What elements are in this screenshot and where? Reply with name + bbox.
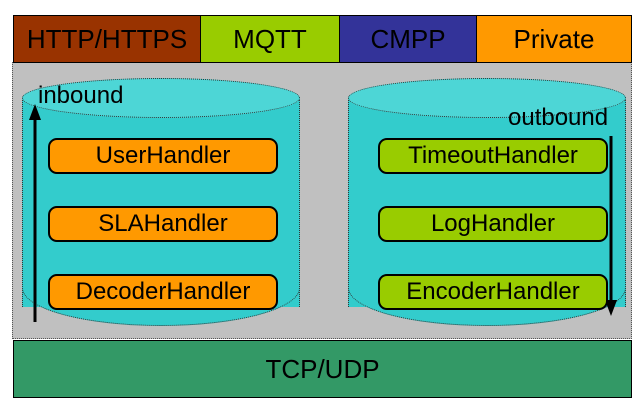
- protocol-layer-bar: HTTP/HTTPS MQTT CMPP Private: [13, 15, 632, 63]
- cylinder-body: [348, 97, 626, 307]
- protocol-cell-mqtt[interactable]: MQTT: [201, 16, 340, 62]
- cylinder-top-cap: [348, 78, 626, 118]
- handler-sla[interactable]: SLAHandler: [48, 206, 278, 242]
- handler-user[interactable]: UserHandler: [48, 138, 278, 174]
- cylinder-top-cap: [22, 78, 300, 118]
- handler-decoder[interactable]: DecoderHandler: [48, 274, 278, 310]
- transport-layer-bar[interactable]: TCP/UDP: [13, 340, 632, 398]
- protocol-cell-http[interactable]: HTTP/HTTPS: [14, 16, 201, 62]
- handler-log[interactable]: LogHandler: [378, 206, 608, 242]
- inbound-label: inbound: [38, 82, 124, 109]
- outbound-pipeline-cylinder: [348, 78, 626, 326]
- up-arrow-icon: [29, 104, 41, 322]
- down-arrow-icon: [605, 136, 617, 316]
- handler-encoder[interactable]: EncoderHandler: [378, 274, 608, 310]
- outbound-label: outbound: [508, 104, 609, 131]
- protocol-cell-cmpp[interactable]: CMPP: [340, 16, 477, 62]
- protocol-cell-private[interactable]: Private: [477, 16, 631, 62]
- cylinder-body: [22, 97, 300, 307]
- handler-timeout[interactable]: TimeoutHandler: [378, 138, 608, 174]
